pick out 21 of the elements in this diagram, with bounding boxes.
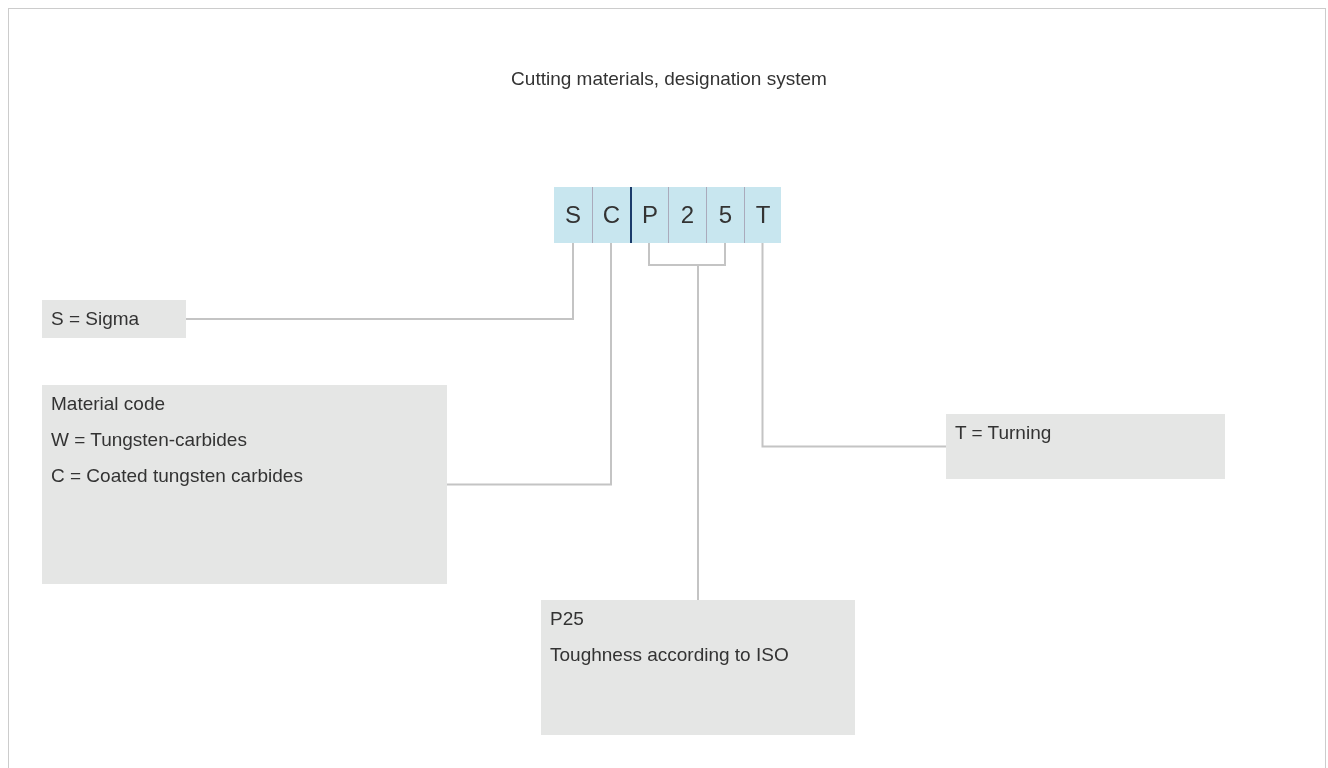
box-text: Material code — [51, 393, 167, 415]
code-letter-cell: P — [630, 187, 668, 243]
box-text: S = Sigma — [51, 308, 141, 330]
leader-line — [185, 242, 574, 320]
description-box — [42, 300, 186, 338]
code-letter-cell: 2 — [668, 187, 706, 243]
box-text: C = Coated tungsten carbides — [51, 465, 304, 487]
code-letter-cell: T — [744, 187, 781, 243]
leader-line — [446, 242, 612, 486]
description-box — [42, 385, 447, 584]
leader-line — [761, 242, 947, 448]
code-letter-cell: 5 — [706, 187, 744, 243]
code-letter-cell: C — [592, 187, 630, 243]
description-box — [946, 414, 1225, 479]
box-text: P25 — [550, 608, 585, 630]
box-text: T = Turning — [955, 422, 1053, 444]
box-text: Toughness according to ISO — [550, 644, 790, 666]
box-text: W = Tungsten-carbides — [51, 429, 248, 451]
code-letter-cell: S — [554, 187, 592, 243]
description-box — [541, 600, 855, 735]
diagram-title: Cutting materials, designation system — [510, 68, 828, 90]
